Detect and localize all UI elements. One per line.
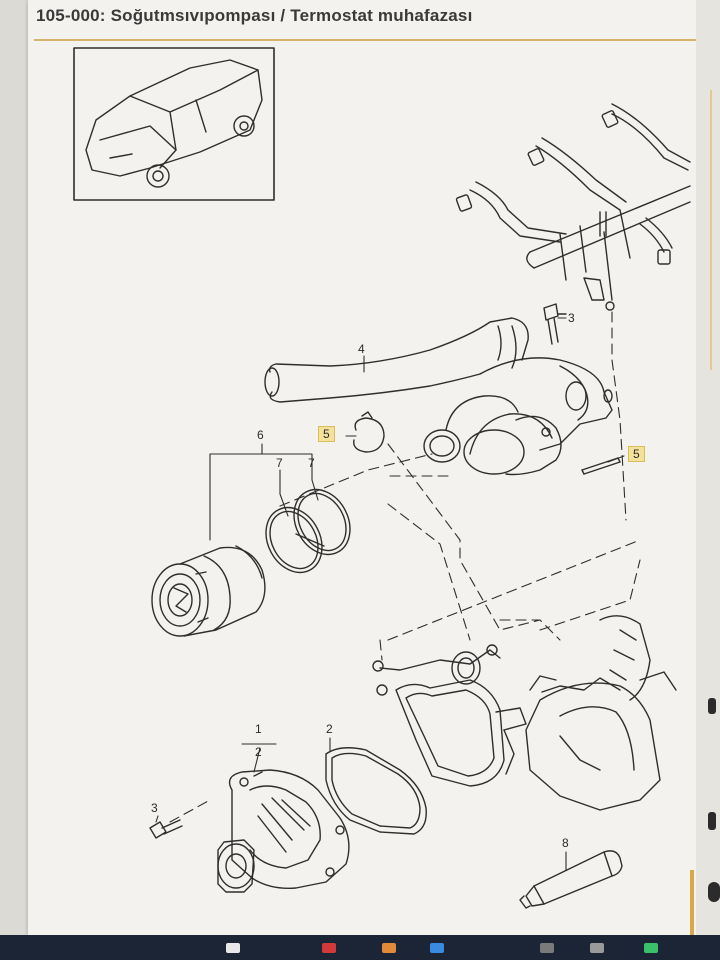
taskbar-app-icon[interactable] — [590, 943, 604, 953]
left-margin-strip — [0, 0, 28, 935]
taskbar-app-icon[interactable] — [382, 943, 396, 953]
bolt-lower — [149, 819, 183, 839]
right-margin-strip — [696, 0, 720, 935]
callout-3-upper[interactable]: 3 — [568, 311, 575, 325]
thermostat-housing — [264, 317, 613, 476]
callout-7-left[interactable]: 7 — [276, 456, 283, 470]
toolbar-icon[interactable] — [708, 812, 716, 830]
callout-6[interactable]: 6 — [257, 428, 264, 442]
right-accent-rule — [710, 90, 712, 370]
callout-leaders — [155, 317, 625, 871]
page-title: 105-000: Soğutmsıvıpompası / Termostat m… — [36, 6, 473, 25]
water-pump — [217, 769, 350, 893]
taskbar-app-icon[interactable] — [322, 943, 336, 953]
taskbar-app-icon[interactable] — [540, 943, 554, 953]
bolt-upper — [543, 303, 567, 345]
engine-block-section — [372, 615, 677, 811]
callout-7-right[interactable]: 7 — [308, 456, 315, 470]
document-page — [28, 0, 696, 935]
dowel-pin — [581, 457, 621, 475]
callout-1[interactable]: 1 — [255, 722, 262, 736]
callout-3-lower[interactable]: 3 — [151, 801, 158, 815]
callout-4[interactable]: 4 — [358, 342, 365, 356]
sealing-rings — [265, 488, 351, 574]
taskbar-app-icon[interactable] — [644, 943, 658, 953]
callout-5-pin[interactable]: 5 — [628, 446, 645, 462]
assembly-guide-lines — [169, 311, 641, 823]
taskbar-app-icon[interactable] — [430, 943, 444, 953]
exploded-parts-diagram — [73, 47, 691, 909]
taskbar — [0, 935, 720, 960]
thermostat — [151, 545, 266, 637]
taskbar-app-icon[interactable] — [226, 943, 240, 953]
fuel-rail-assembly — [455, 103, 691, 311]
bottom-accent-rule — [690, 870, 694, 935]
circlip — [353, 411, 385, 453]
callout-2-stacked[interactable]: 2 — [255, 745, 262, 759]
toolbar-icon[interactable] — [708, 698, 716, 714]
pump-gasket — [325, 747, 427, 835]
callout-8[interactable]: 8 — [562, 836, 569, 850]
vehicle-thumbnail — [73, 47, 275, 201]
title-underline — [34, 39, 696, 41]
callout-2[interactable]: 2 — [326, 722, 333, 736]
info-icon[interactable] — [708, 882, 720, 902]
callout-5-circlip[interactable]: 5 — [318, 426, 335, 442]
sealant-tube — [519, 850, 623, 909]
